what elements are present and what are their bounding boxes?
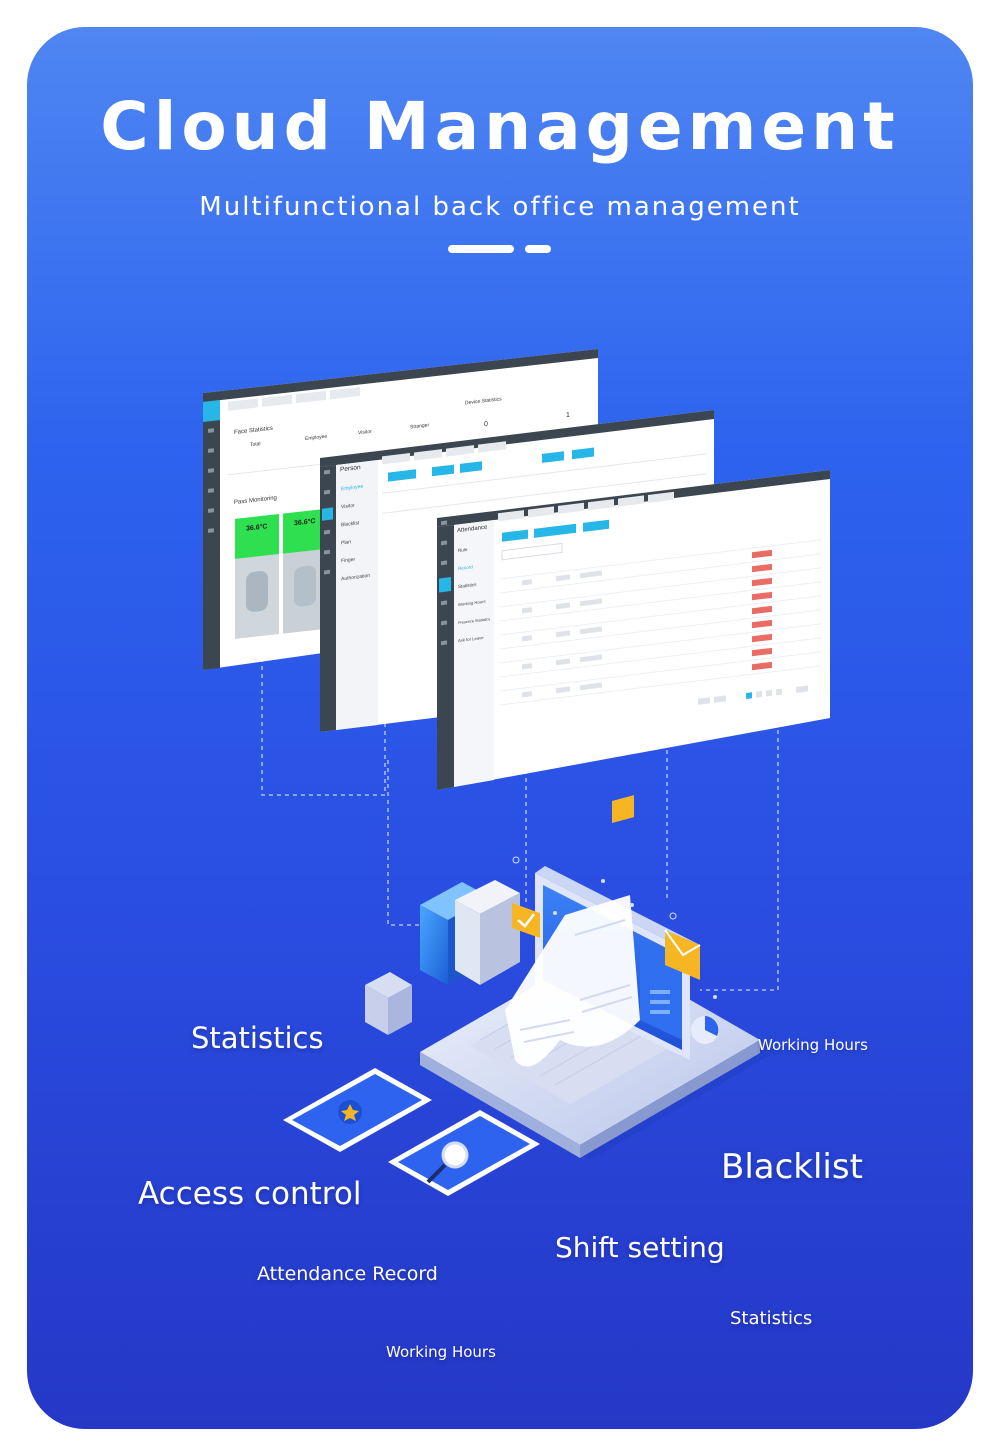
temperature-reading-1: 36.6°C — [246, 522, 267, 532]
attendance-menu-rule: Rule — [458, 547, 468, 553]
offline-count: 1 — [566, 412, 570, 419]
star-icon — [341, 1104, 359, 1121]
temperature-reading-2: 36.6°C — [294, 517, 315, 527]
stranger-label: Stranger — [410, 422, 429, 430]
pass-monitoring-label: Pass Monitoring — [234, 495, 277, 506]
label-working-hours: Working Hours — [758, 1036, 868, 1054]
person-menu-authorization: Authorization — [341, 573, 370, 583]
search-tablet — [388, 1110, 540, 1196]
person-menu-plan: Plan — [341, 539, 351, 546]
attendance-screen: Attendance Rule Record Statistics Workin… — [437, 470, 830, 790]
decorative-dash-short — [525, 245, 551, 253]
page-subtitle: Multifunctional back office management — [199, 192, 801, 222]
visitor-label: Visitor — [358, 429, 372, 437]
face-statistics-label: Face Statistics — [234, 426, 273, 436]
total-label: Total — [250, 441, 261, 448]
profile-card-icon — [612, 795, 634, 824]
laptop-illustration — [283, 795, 770, 1196]
label-statistics: Statistics — [191, 1021, 324, 1055]
label-working-hours-bottom: Working Hours — [386, 1343, 496, 1361]
label-attendance-record: Attendance Record — [257, 1263, 438, 1285]
person-menu-visitor: Visitor — [341, 503, 355, 511]
label-statistics-bottom: Statistics — [730, 1308, 813, 1329]
employee-label: Employee — [305, 434, 327, 442]
attendance-menu-record: Record — [458, 564, 473, 571]
online-count: 0 — [484, 421, 488, 428]
attendance-menu-statistics: Statistics — [458, 582, 477, 589]
attendance-menu-working-hours: Working Hours — [458, 599, 486, 607]
page-title: Cloud Management — [100, 88, 900, 165]
person-menu-employee: Employee — [341, 484, 363, 493]
label-shift-setting: Shift setting — [555, 1231, 725, 1264]
device-statistics-label: Device Statistics — [465, 396, 502, 406]
label-access-control: Access control — [138, 1176, 362, 1212]
connector-lines — [261, 650, 779, 991]
check-icon — [512, 903, 540, 938]
attendance-menu-presence: Presence Statistics — [458, 617, 490, 625]
attendance-menu-leave: Ask for Leave — [458, 635, 484, 643]
decorative-dash-long — [448, 245, 514, 253]
person-heading: Person — [340, 464, 361, 474]
person-menu-blacklist: Blacklist — [341, 520, 360, 528]
label-blacklist: Blacklist — [721, 1147, 863, 1187]
attendance-heading: Attendance — [457, 524, 488, 534]
person-menu-finger: Finger — [341, 557, 355, 565]
access-card-tablet — [283, 1068, 432, 1152]
magnifier-icon — [441, 1141, 469, 1169]
bag-icon — [365, 972, 412, 998]
